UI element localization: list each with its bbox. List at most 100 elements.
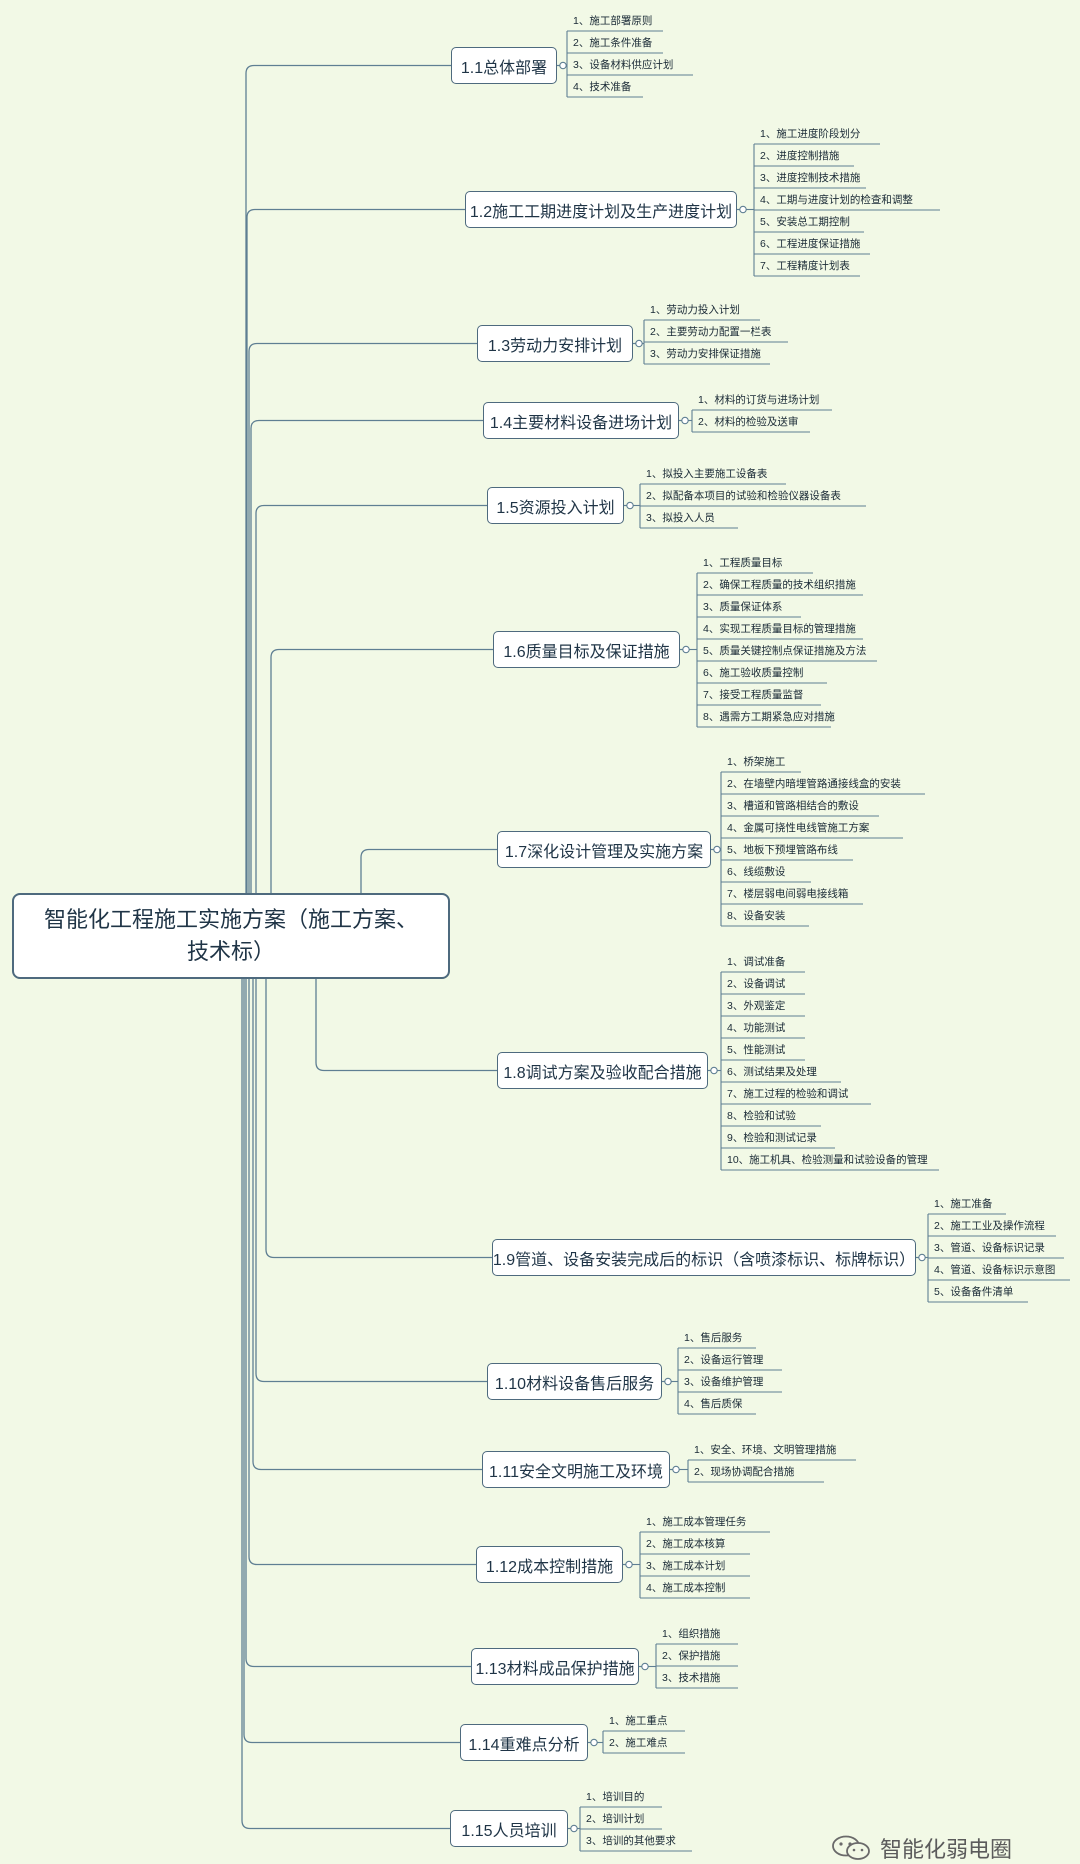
subtopic-item[interactable]: 2、进度控制措施 xyxy=(760,150,840,162)
collapse-toggle-icon[interactable] xyxy=(739,205,747,214)
subtopic-item[interactable]: 6、施工验收质量控制 xyxy=(703,667,804,679)
subtopic-item[interactable]: 8、遇需方工期紧急应对措施 xyxy=(703,711,835,723)
collapse-toggle-icon[interactable] xyxy=(918,1253,926,1262)
subtopic-item[interactable]: 4、金属可挠性电线管施工方案 xyxy=(727,822,870,834)
subtopic-item[interactable]: 9、检验和测试记录 xyxy=(727,1132,817,1144)
collapse-toggle-icon[interactable] xyxy=(682,645,690,654)
subtopic-item[interactable]: 3、拟投入人员 xyxy=(646,512,715,524)
root-topic[interactable]: 智能化工程施工实施方案（施工方案、技术标） xyxy=(12,893,450,979)
topic-6[interactable]: 1.6质量目标及保证措施 xyxy=(493,631,680,668)
subtopic-item[interactable]: 7、施工过程的检验和调试 xyxy=(727,1088,849,1100)
topic-label: 1.6质量目标及保证措施 xyxy=(503,643,670,661)
subtopic-item[interactable]: 5、性能测试 xyxy=(727,1044,786,1056)
subtopic-item[interactable]: 8、设备安装 xyxy=(727,910,786,922)
subtopic-item[interactable]: 1、安全、环境、文明管理措施 xyxy=(694,1444,837,1456)
subtopic-item[interactable]: 3、劳动力安排保证措施 xyxy=(650,348,761,360)
subtopic-item[interactable]: 1、售后服务 xyxy=(684,1332,743,1344)
subtopic-item[interactable]: 2、施工成本核算 xyxy=(646,1538,726,1550)
subtopic-item[interactable]: 8、检验和试验 xyxy=(727,1110,796,1122)
collapse-toggle-icon[interactable] xyxy=(710,1066,718,1075)
subtopic-item[interactable]: 1、施工成本管理任务 xyxy=(646,1516,747,1528)
subtopic-item[interactable]: 4、施工成本控制 xyxy=(646,1582,726,1594)
subtopic-item[interactable]: 1、施工重点 xyxy=(609,1715,668,1727)
subtopic-item[interactable]: 1、调试准备 xyxy=(727,956,786,968)
subtopic-item[interactable]: 7、工程精度计划表 xyxy=(760,260,850,272)
topic-4[interactable]: 1.4主要材料设备进场计划 xyxy=(483,402,679,439)
subtopic-item[interactable]: 4、功能测试 xyxy=(727,1022,786,1034)
topic-8[interactable]: 1.8调试方案及验收配合措施 xyxy=(497,1052,708,1089)
collapse-toggle-icon[interactable] xyxy=(681,416,689,425)
subtopic-item[interactable]: 1、组织措施 xyxy=(662,1628,721,1640)
topic-7[interactable]: 1.7深化设计管理及实施方案 xyxy=(497,831,711,868)
subtopic-item[interactable]: 5、地板下预埋管路布线 xyxy=(727,844,838,856)
subtopic-item[interactable]: 2、材料的检验及送审 xyxy=(698,416,799,428)
collapse-toggle-icon[interactable] xyxy=(625,1560,633,1569)
collapse-toggle-icon[interactable] xyxy=(626,501,634,510)
subtopic-item[interactable]: 1、材料的订货与进场计划 xyxy=(698,394,820,406)
subtopic-item[interactable]: 3、设备材料供应计划 xyxy=(573,59,674,71)
subtopic-item[interactable]: 4、技术准备 xyxy=(573,81,632,93)
subtopic-item[interactable]: 3、管道、设备标识记录 xyxy=(934,1242,1045,1254)
subtopic-item[interactable]: 4、管道、设备标识示意图 xyxy=(934,1264,1056,1276)
subtopic-item[interactable]: 2、主要劳动力配置一栏表 xyxy=(650,326,772,338)
subtopic-item[interactable]: 2、设备调试 xyxy=(727,978,786,990)
subtopic-item[interactable]: 6、工程进度保证措施 xyxy=(760,238,861,250)
subtopic-item[interactable]: 2、施工工业及操作流程 xyxy=(934,1220,1045,1232)
collapse-toggle-icon[interactable] xyxy=(559,61,567,70)
topic-2[interactable]: 1.2施工工期进度计划及生产进度计划 xyxy=(465,191,737,228)
subtopic-item[interactable]: 5、质量关键控制点保证措施及方法 xyxy=(703,645,867,657)
subtopic-item[interactable]: 5、设备备件清单 xyxy=(934,1286,1014,1298)
collapse-toggle-icon[interactable] xyxy=(713,845,721,854)
subtopic-item[interactable]: 3、槽道和管路相结合的敷设 xyxy=(727,800,859,812)
subtopic-item[interactable]: 2、施工条件准备 xyxy=(573,37,653,49)
subtopic-item[interactable]: 2、设备运行管理 xyxy=(684,1354,764,1366)
subtopic-item[interactable]: 10、施工机具、检验测量和试验设备的管理 xyxy=(727,1154,928,1166)
subtopic-item[interactable]: 1、工程质量目标 xyxy=(703,557,783,569)
collapse-toggle-icon[interactable] xyxy=(664,1377,672,1386)
subtopic-item[interactable]: 1、施工进度阶段划分 xyxy=(760,128,861,140)
topic-9[interactable]: 1.9管道、设备安装完成后的标识（含喷漆标识、标牌标识） xyxy=(492,1239,916,1276)
subtopic-item[interactable]: 3、设备维护管理 xyxy=(684,1376,764,1388)
subtopic-item[interactable]: 2、施工难点 xyxy=(609,1737,668,1749)
topic-11[interactable]: 1.11安全文明施工及环境 xyxy=(482,1451,670,1488)
subtopic-item[interactable]: 4、售后质保 xyxy=(684,1398,743,1410)
subtopic-item[interactable]: 3、培训的其他要求 xyxy=(586,1835,676,1847)
subtopic-item[interactable]: 3、进度控制技术措施 xyxy=(760,172,861,184)
subtopic-item[interactable]: 7、接受工程质量监督 xyxy=(703,689,804,701)
collapse-toggle-icon[interactable] xyxy=(635,339,643,348)
topic-5[interactable]: 1.5资源投入计划 xyxy=(487,487,624,524)
collapse-toggle-icon[interactable] xyxy=(672,1465,680,1474)
subtopic-item[interactable]: 2、培训计划 xyxy=(586,1813,645,1825)
subtopic-item[interactable]: 1、培训目的 xyxy=(586,1791,645,1803)
subtopic-item[interactable]: 4、工期与进度计划的检查和调整 xyxy=(760,194,913,206)
subtopic-item[interactable]: 1、施工准备 xyxy=(934,1198,993,1210)
subtopic-item[interactable]: 1、施工部署原则 xyxy=(573,15,653,27)
collapse-toggle-icon[interactable] xyxy=(570,1824,578,1833)
subtopic-item[interactable]: 6、测试结果及处理 xyxy=(727,1066,817,1078)
topic-14[interactable]: 1.14重难点分析 xyxy=(460,1724,588,1761)
subtopic-item[interactable]: 2、保护措施 xyxy=(662,1650,721,1662)
subtopic-item[interactable]: 1、劳动力投入计划 xyxy=(650,304,740,316)
subtopic-item[interactable]: 7、楼层弱电间弱电接线箱 xyxy=(727,888,849,900)
topic-3[interactable]: 1.3劳动力安排计划 xyxy=(477,325,633,362)
subtopic-item[interactable]: 1、拟投入主要施工设备表 xyxy=(646,468,768,480)
collapse-toggle-icon[interactable] xyxy=(641,1662,649,1671)
topic-1[interactable]: 1.1总体部署 xyxy=(451,47,557,84)
subtopic-item[interactable]: 6、线缆敷设 xyxy=(727,866,786,878)
subtopic-item[interactable]: 1、桥架施工 xyxy=(727,756,786,768)
topic-13[interactable]: 1.13材料成品保护措施 xyxy=(471,1648,639,1685)
topic-15[interactable]: 1.15人员培训 xyxy=(450,1810,568,1847)
subtopic-item[interactable]: 4、实现工程质量目标的管理措施 xyxy=(703,623,856,635)
subtopic-item[interactable]: 3、施工成本计划 xyxy=(646,1560,726,1572)
subtopic-item[interactable]: 3、技术措施 xyxy=(662,1672,721,1684)
subtopic-item[interactable]: 2、确保工程质量的技术组织措施 xyxy=(703,579,856,591)
subtopic-item[interactable]: 2、现场协调配合措施 xyxy=(694,1466,795,1478)
subtopic-item[interactable]: 5、安装总工期控制 xyxy=(760,216,850,228)
subtopic-item[interactable]: 3、质量保证体系 xyxy=(703,601,783,613)
topic-10[interactable]: 1.10材料设备售后服务 xyxy=(487,1363,662,1400)
collapse-toggle-icon[interactable] xyxy=(590,1738,598,1747)
topic-12[interactable]: 1.12成本控制措施 xyxy=(476,1546,623,1583)
subtopic-item[interactable]: 3、外观鉴定 xyxy=(727,1000,786,1012)
subtopic-item[interactable]: 2、在墙壁内暗埋管路通接线盒的安装 xyxy=(727,778,901,790)
subtopic-item[interactable]: 2、拟配备本项目的试验和检验仪器设备表 xyxy=(646,490,841,502)
